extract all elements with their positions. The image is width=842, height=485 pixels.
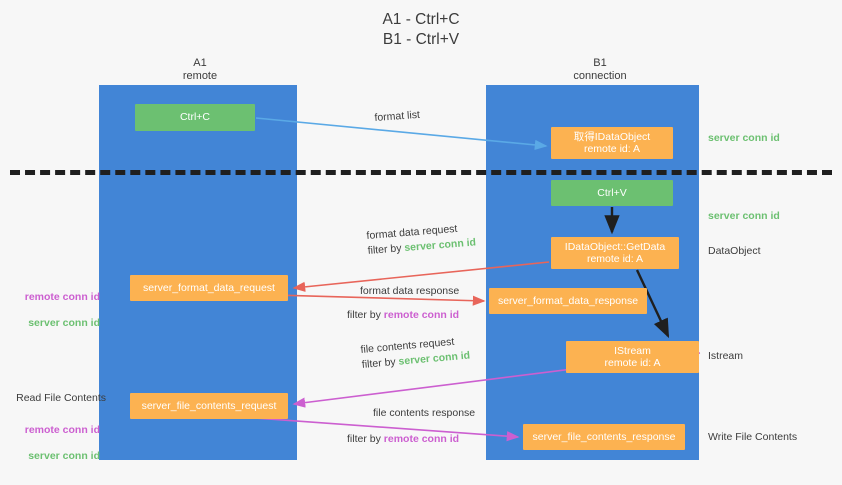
flow-label-file-contents-response: file contents response [373, 406, 475, 421]
label-read-file-contents: Read File Contents [16, 392, 106, 404]
arrow-format-list [255, 117, 548, 151]
label-server-conn-id-2: server conn id [28, 450, 100, 462]
box-istream[interactable]: IStream remote id: A [566, 341, 699, 373]
flow-label-format-list-text: format list [374, 108, 421, 124]
flow-label-file-contents-response-text: file contents response [373, 407, 476, 419]
arrow-getdata-to-istream [635, 269, 670, 339]
label-server-conn-id-top: server conn id [708, 132, 780, 144]
box-server-format-data-request[interactable]: server_format_data_request [130, 275, 288, 301]
box-ctrl-v[interactable]: Ctrl+V [551, 180, 673, 206]
label-remote-conn-id-2: remote conn id [24, 424, 100, 436]
box-ctrl-c[interactable]: Ctrl+C [135, 104, 255, 131]
box-idataobject-getdata[interactable]: IDataObject::GetData remote id: A [551, 237, 679, 269]
box-server-file-contents-request[interactable]: server_file_contents_request [130, 393, 288, 419]
flow-label-format-data-response-filter: filter by remote conn id [347, 309, 460, 321]
label-server-conn-id: server conn id [28, 317, 100, 329]
label-server-conn-id-mid: server conn id [708, 210, 780, 222]
key-remote-conn-id: remote conn id [383, 309, 460, 321]
label-conn-ids-file: remote conn id server conn id [8, 411, 100, 476]
column-header-a1: A1 remote [182, 57, 218, 82]
label-remote-conn-id: remote conn id [24, 291, 100, 303]
label-dataobject: DataObject [708, 245, 761, 257]
divider-dashed-line [10, 170, 832, 175]
box-server-file-contents-response[interactable]: server_file_contents_response [523, 424, 685, 450]
label-write-file-contents: Write File Contents [708, 431, 798, 443]
key-remote-conn-id-2: remote conn id [383, 433, 460, 445]
flow-label-format-data-response: format data response filter by remote co… [347, 284, 460, 323]
box-idataobject[interactable]: 取得IDataObject remote id: A [551, 127, 673, 159]
diagram-title: A1 - Ctrl+C B1 - Ctrl+V [382, 11, 460, 48]
label-conn-ids-format: remote conn id server conn id [8, 278, 100, 343]
box-server-format-data-response[interactable]: server_format_data_response [489, 288, 647, 314]
column-header-b1: B1 connection [573, 57, 627, 82]
flow-label-file-contents-response-filter: filter by remote conn id [347, 433, 460, 445]
flow-label-format-data-response-text: format data response [360, 285, 460, 297]
label-istream: Istream [708, 350, 744, 362]
flow-label-format-list: format list [374, 108, 420, 126]
arrow-format-data-request [292, 261, 550, 292]
